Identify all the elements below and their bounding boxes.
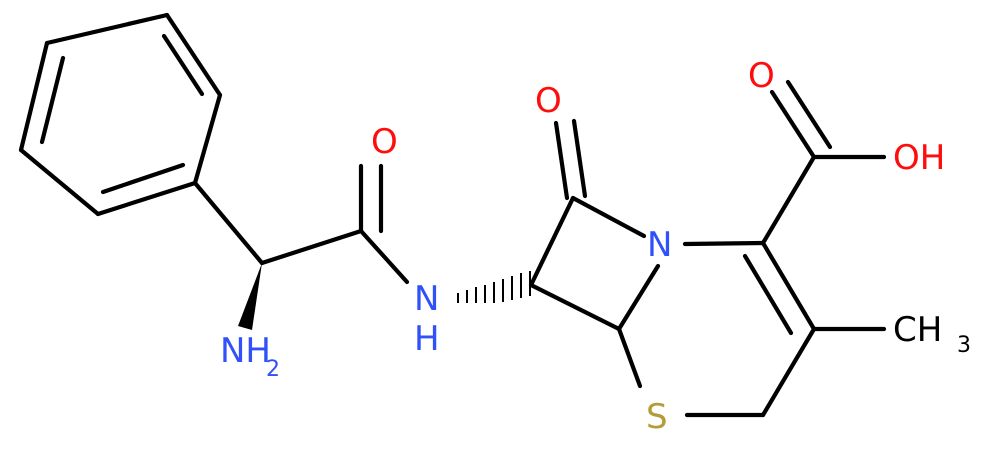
hashed-wedge-bond bbox=[457, 271, 531, 303]
ring-nitrogen-label: N bbox=[647, 225, 672, 265]
wedge-bond bbox=[238, 263, 262, 330]
bond bbox=[95, 180, 198, 217]
bond bbox=[18, 147, 101, 217]
bond bbox=[616, 326, 643, 389]
amide-hydrogen-label: H bbox=[414, 319, 440, 359]
bond bbox=[528, 195, 576, 288]
acid-oxygen-label: O bbox=[748, 56, 775, 96]
lactam-oxygen-label: O bbox=[535, 81, 562, 121]
bond bbox=[192, 92, 223, 186]
sulfur-label: S bbox=[646, 397, 668, 437]
bond-double-inner bbox=[100, 162, 186, 195]
bond-double bbox=[553, 120, 570, 201]
bond-double bbox=[769, 89, 817, 160]
bond bbox=[164, 12, 223, 98]
bond-double bbox=[785, 79, 833, 150]
bond-double bbox=[760, 240, 817, 332]
bond bbox=[44, 12, 170, 46]
bond bbox=[570, 195, 647, 239]
hydroxyl-label: OH bbox=[893, 138, 945, 178]
bond-double-inner bbox=[742, 253, 794, 336]
bond-double bbox=[571, 118, 588, 199]
methyl-subscript: 3 bbox=[957, 333, 971, 358]
amine-subscript: 2 bbox=[266, 357, 280, 382]
methyl-label: CH bbox=[893, 310, 942, 350]
amide-nitrogen-label: N bbox=[414, 279, 439, 319]
bond-double-inner bbox=[161, 33, 205, 97]
amine-label: NH bbox=[220, 331, 271, 371]
bond bbox=[528, 282, 622, 332]
bond bbox=[259, 228, 364, 266]
phenyl-ring bbox=[18, 12, 223, 217]
bond-double-inner bbox=[39, 55, 66, 145]
carbonyl-oxygen-label: O bbox=[371, 122, 398, 162]
bond bbox=[18, 40, 50, 153]
bond bbox=[682, 240, 766, 247]
bond bbox=[616, 263, 661, 332]
bond bbox=[760, 326, 817, 418]
bond bbox=[358, 228, 410, 285]
bond bbox=[760, 154, 817, 246]
bond bbox=[192, 180, 265, 266]
